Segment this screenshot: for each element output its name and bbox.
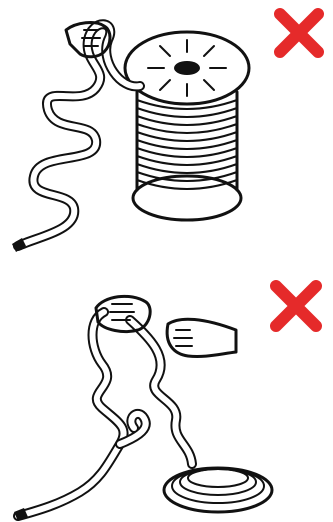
panel-spool-uncoiling: [0, 0, 333, 255]
spool-hub: [174, 61, 200, 75]
right-hand: [167, 319, 236, 356]
rope-coil: [164, 468, 272, 512]
cross-icon: [266, 276, 326, 336]
cross-icon: [270, 4, 328, 62]
loose-rope: [12, 24, 140, 252]
spool: [125, 32, 249, 220]
panel-hand-twisting-rope: [0, 268, 333, 522]
